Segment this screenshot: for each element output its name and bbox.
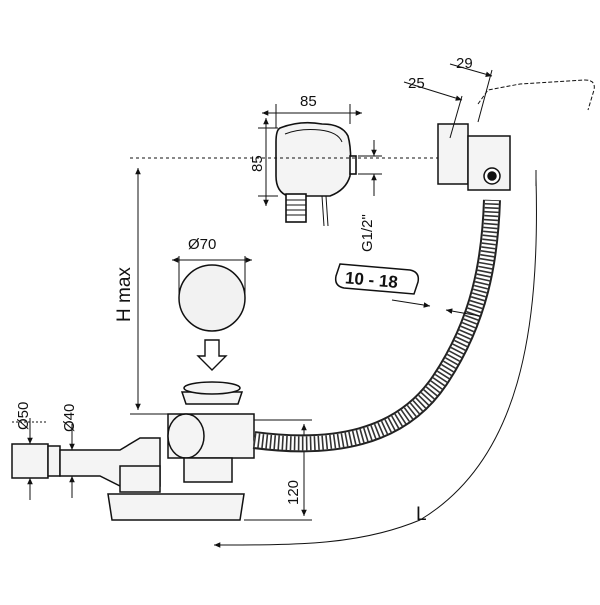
insert-arrow-icon xyxy=(196,339,228,371)
overflow-fitting xyxy=(275,121,357,227)
dim-40-label: Ø40 xyxy=(61,404,78,432)
dim-120-label: 120 xyxy=(285,480,302,505)
dim-85-height-label: 85 xyxy=(249,155,266,172)
flexible-hose xyxy=(252,199,501,453)
bath-wall-line xyxy=(477,79,595,111)
plug-cap xyxy=(178,264,246,332)
dim-85-width-label: 85 xyxy=(300,93,317,110)
dim-50-label: Ø50 xyxy=(15,402,32,430)
dim-L xyxy=(213,170,537,548)
inlet-fitting xyxy=(437,123,511,191)
waste-body xyxy=(107,381,255,521)
dim-70 xyxy=(172,256,252,298)
dim-thread-label: G1/2" xyxy=(359,214,376,252)
dim-thread xyxy=(358,140,382,196)
range-badge-label: 10 - 18 xyxy=(344,268,398,292)
dim-50 xyxy=(12,418,48,500)
dim-85-height xyxy=(258,118,278,206)
range-badge xyxy=(334,263,420,295)
dim-85-width xyxy=(262,104,362,128)
dim-h-max-label: H max xyxy=(114,267,135,322)
dim-wall-thickness xyxy=(391,299,481,317)
dim-70-label: Ø70 xyxy=(188,236,216,253)
dim-25-label: 25 xyxy=(408,75,425,92)
dim-29-label: 29 xyxy=(456,55,473,72)
dim-L-label: L xyxy=(416,504,427,525)
outlet-pipe xyxy=(11,437,161,487)
dim-25-29 xyxy=(403,63,493,139)
